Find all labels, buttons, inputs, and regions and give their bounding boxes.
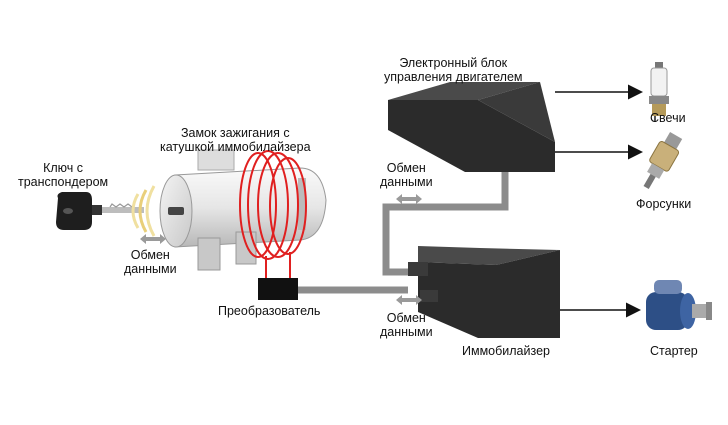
exchange-label-key: Обмен данными — [124, 248, 177, 276]
spark-plug-icon — [649, 62, 669, 122]
wiring — [298, 170, 509, 294]
ignition-lock-label-line2: катушкой иммобилайзера — [160, 140, 311, 154]
immobilizer-label: Иммобилайзер — [462, 344, 550, 358]
ecu-label-line2: управления двигателем — [384, 70, 523, 84]
exchange-label-immobilizer: Обмен данными — [380, 311, 433, 339]
key-label: Ключ с транспондером — [18, 161, 108, 189]
key-label-line1: Ключ с — [43, 161, 84, 175]
ecu-label-line1: Электронный блок — [399, 56, 508, 70]
double-arrow-icon — [396, 194, 422, 204]
ecu-block — [388, 82, 555, 172]
exchange-label-line2: данными — [124, 262, 177, 276]
double-arrow-icon — [396, 295, 422, 305]
transponder-key-icon — [56, 192, 144, 230]
exchange-label-line1: Обмен — [386, 161, 426, 175]
exchange-label-line2: данными — [380, 175, 433, 189]
exchange-label-line1: Обмен — [386, 311, 426, 325]
starter-motor-icon — [646, 280, 712, 330]
exchange-label-line2: данными — [380, 325, 433, 339]
transponder-waves — [131, 185, 156, 237]
ignition-lock-cylinder — [159, 149, 327, 271]
key-label-line2: транспондером — [18, 175, 109, 189]
ecu-label: Электронный блок управления двигателем — [384, 56, 523, 84]
output-arrows — [555, 84, 643, 318]
injector-icon — [643, 132, 683, 189]
ignition-lock-label-line1: Замок зажигания с — [180, 126, 290, 140]
exchange-label-ecu: Обмен данными — [380, 161, 433, 189]
spark-plugs-label: Свечи — [650, 111, 686, 125]
wire-immobilizer-ecu — [382, 170, 509, 276]
converter-label: Преобразователь — [218, 304, 321, 318]
starter-label: Стартер — [650, 344, 698, 358]
exchange-label-line1: Обмен — [130, 248, 170, 262]
immobilizer-coil — [239, 150, 307, 280]
double-arrow-icon — [140, 234, 166, 244]
converter-block — [258, 278, 298, 300]
immobilizer-block — [408, 246, 560, 338]
injectors-label: Форсунки — [636, 197, 692, 211]
ignition-lock-label: Замок зажигания с катушкой иммобилайзера — [160, 126, 311, 154]
